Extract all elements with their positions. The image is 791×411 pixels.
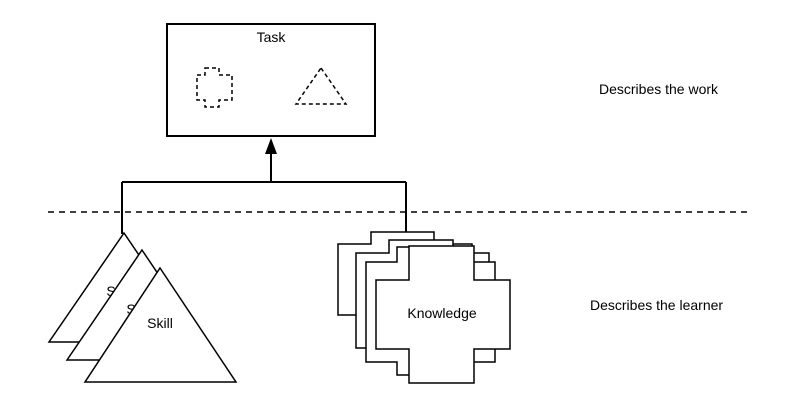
annotation-learner: Describes the learner bbox=[590, 297, 723, 313]
dashed-cross-icon bbox=[196, 67, 233, 108]
skill-label: Skill bbox=[147, 315, 173, 331]
knowledge-cross-front bbox=[375, 245, 511, 384]
dashed-triangle-icon bbox=[294, 66, 348, 105]
connector bbox=[121, 138, 407, 234]
knowledge-stack[interactable]: Knowledge bbox=[337, 231, 511, 384]
skill-stack[interactable]: S S Skill bbox=[47, 231, 238, 383]
arrow-head-icon bbox=[265, 138, 277, 154]
knowledge-label: Knowledge bbox=[407, 305, 476, 321]
skill-triangle-front bbox=[83, 266, 238, 383]
skill-back-label-1: S bbox=[106, 283, 115, 299]
annotation-work: Describes the work bbox=[599, 81, 719, 97]
task-box bbox=[166, 23, 376, 137]
task-node[interactable]: Task bbox=[166, 23, 376, 137]
skill-back-label-2: S bbox=[126, 301, 135, 317]
task-label: Task bbox=[257, 29, 287, 45]
